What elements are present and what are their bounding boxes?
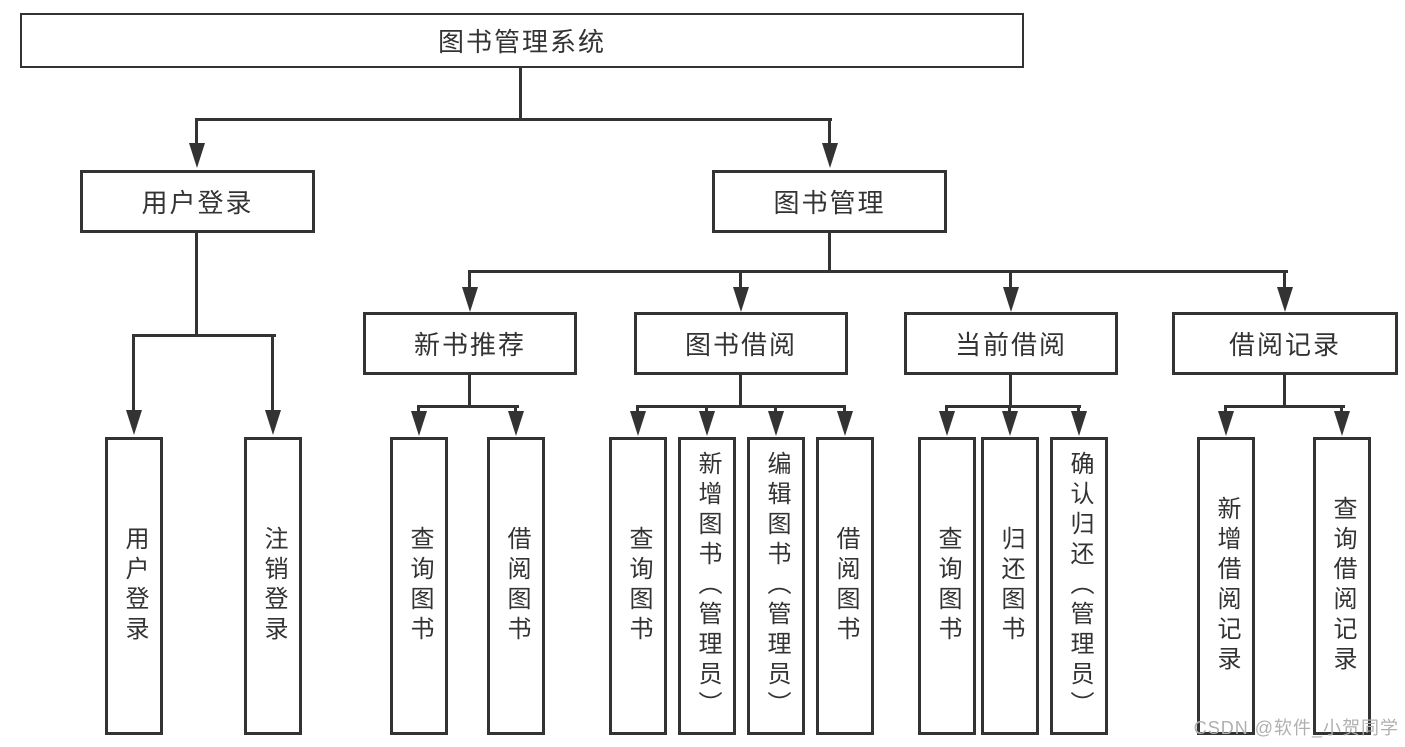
leaf-label: 用户登录 [121, 526, 148, 646]
arrow-down-icon [1003, 287, 1019, 312]
arrow-down-icon [733, 287, 749, 312]
connector-line [196, 118, 832, 121]
connector-line [945, 405, 948, 414]
connector-line [828, 118, 831, 146]
connector-line [195, 118, 198, 146]
connector-line [1077, 405, 1080, 414]
leaf-add-borrow-record: 新增借阅记录 [1197, 437, 1255, 735]
node-library-management-system: 图书管理系统 [20, 13, 1024, 68]
leaf-label: 借阅图书 [503, 526, 530, 646]
node-user-login: 用户登录 [80, 170, 315, 233]
arrow-down-icon [1277, 287, 1293, 312]
connector-line [1283, 373, 1286, 407]
arrow-down-icon [768, 411, 784, 436]
leaf-label: 借阅图书 [832, 526, 859, 646]
connector-line [1340, 405, 1343, 414]
connector-line [636, 405, 846, 408]
node-borrow-records: 借阅记录 [1172, 312, 1398, 375]
arrow-down-icon [1002, 411, 1018, 436]
arrow-down-icon [411, 411, 427, 436]
arrow-down-icon [837, 411, 853, 436]
leaf-label: 新增借阅记录 [1213, 496, 1240, 676]
connector-line [468, 270, 471, 290]
leaf-query-books-2: 查询图书 [609, 437, 667, 735]
leaf-query-borrow-record: 查询借阅记录 [1313, 437, 1371, 735]
connector-line [417, 405, 519, 408]
connector-line [945, 405, 1081, 408]
node-book-borrow: 图书借阅 [634, 312, 848, 375]
leaf-user-login: 用户登录 [105, 437, 163, 735]
connector-line [1008, 405, 1011, 414]
connector-line [843, 405, 846, 414]
node-current-borrow: 当前借阅 [904, 312, 1118, 375]
arrow-down-icon [1071, 411, 1087, 436]
arrow-down-icon [265, 410, 281, 435]
arrow-down-icon [462, 287, 478, 312]
connector-line [636, 405, 639, 414]
connector-line [514, 405, 517, 414]
leaf-label: 新增图书（管理员） [694, 451, 721, 721]
connector-line [1224, 405, 1227, 414]
leaf-label: 注销登录 [260, 526, 287, 646]
arrow-down-icon [1218, 411, 1234, 436]
connector-line [132, 334, 135, 412]
leaf-label: 归还图书 [997, 526, 1024, 646]
leaf-label: 查询借阅记录 [1329, 496, 1356, 676]
connector-line [828, 233, 831, 272]
connector-line [519, 66, 522, 120]
arrow-down-icon [508, 411, 524, 436]
connector-line [271, 334, 274, 412]
leaf-confirm-return-admin: 确认归还（管理员） [1050, 437, 1108, 735]
connector-line [1009, 373, 1012, 407]
arrow-down-icon [699, 411, 715, 436]
connector-line [417, 405, 420, 414]
arrow-down-icon [939, 411, 955, 436]
connector-line [132, 334, 276, 337]
arrow-down-icon [126, 410, 142, 435]
leaf-label: 确认归还（管理员） [1066, 451, 1093, 721]
connector-line [468, 373, 471, 407]
leaf-query-books-3: 查询图书 [918, 437, 976, 735]
connector-line [739, 270, 742, 290]
connector-line [774, 405, 777, 414]
connector-line [1283, 270, 1286, 290]
arrow-down-icon [189, 143, 205, 168]
connector-line [705, 405, 708, 414]
leaf-edit-book-admin: 编辑图书（管理员） [747, 437, 805, 735]
leaf-label: 查询图书 [625, 526, 652, 646]
arrow-down-icon [1334, 411, 1350, 436]
connector-line [195, 233, 198, 336]
leaf-label: 查询图书 [406, 526, 433, 646]
leaf-borrow-books-2: 借阅图书 [816, 437, 874, 735]
leaf-add-book-admin: 新增图书（管理员） [678, 437, 736, 735]
connector-line [468, 270, 1288, 273]
watermark: CSDN @软件_小贺同学 [1193, 718, 1399, 738]
connector-line [739, 373, 742, 407]
arrow-down-icon [630, 411, 646, 436]
connector-line [1224, 405, 1345, 408]
leaf-label: 查询图书 [934, 526, 961, 646]
leaf-label: 编辑图书（管理员） [763, 451, 790, 721]
leaf-query-books-1: 查询图书 [390, 437, 448, 735]
leaf-logout-login: 注销登录 [244, 437, 302, 735]
node-new-book-recommend: 新书推荐 [363, 312, 577, 375]
leaf-borrow-books-1: 借阅图书 [487, 437, 545, 735]
connector-line [1009, 270, 1012, 290]
leaf-return-book: 归还图书 [981, 437, 1039, 735]
arrow-down-icon [822, 143, 838, 168]
node-book-management: 图书管理 [712, 170, 947, 233]
